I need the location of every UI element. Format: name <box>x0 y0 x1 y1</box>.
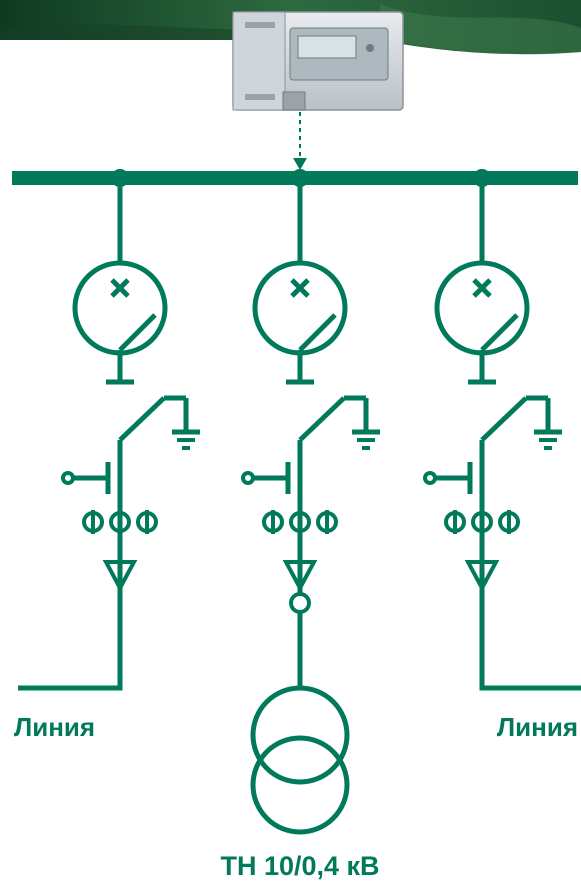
cable-arrow <box>102 560 138 593</box>
disconnector-symbol <box>298 395 380 450</box>
current-sensors-symbol <box>82 510 158 534</box>
disconnector-symbol <box>480 395 562 450</box>
signal-arrow <box>293 112 307 170</box>
disconnector-symbol <box>118 395 200 450</box>
earthing-switch-symbol <box>61 440 123 595</box>
breaker-symbol <box>252 260 348 385</box>
earthing-switch-symbol <box>423 440 485 595</box>
relay-device-icon <box>232 11 404 111</box>
feeder-left <box>18 169 200 691</box>
current-sensors-symbol <box>444 510 520 534</box>
transformer-label: ТН 10/0,4 кВ <box>220 851 379 881</box>
connection-ring <box>289 592 311 614</box>
transformer-symbol <box>250 685 350 835</box>
cable-arrow <box>282 560 318 593</box>
earthing-switch-symbol <box>241 440 303 595</box>
current-sensors-symbol <box>262 510 338 534</box>
breaker-symbol <box>434 260 530 385</box>
right-line-label: Линия <box>497 712 578 742</box>
cable-arrow <box>464 560 500 593</box>
feeder-center <box>241 169 380 835</box>
breaker-symbol <box>72 260 168 385</box>
feeder-right <box>423 169 581 691</box>
left-line-label: Линия <box>14 712 95 742</box>
